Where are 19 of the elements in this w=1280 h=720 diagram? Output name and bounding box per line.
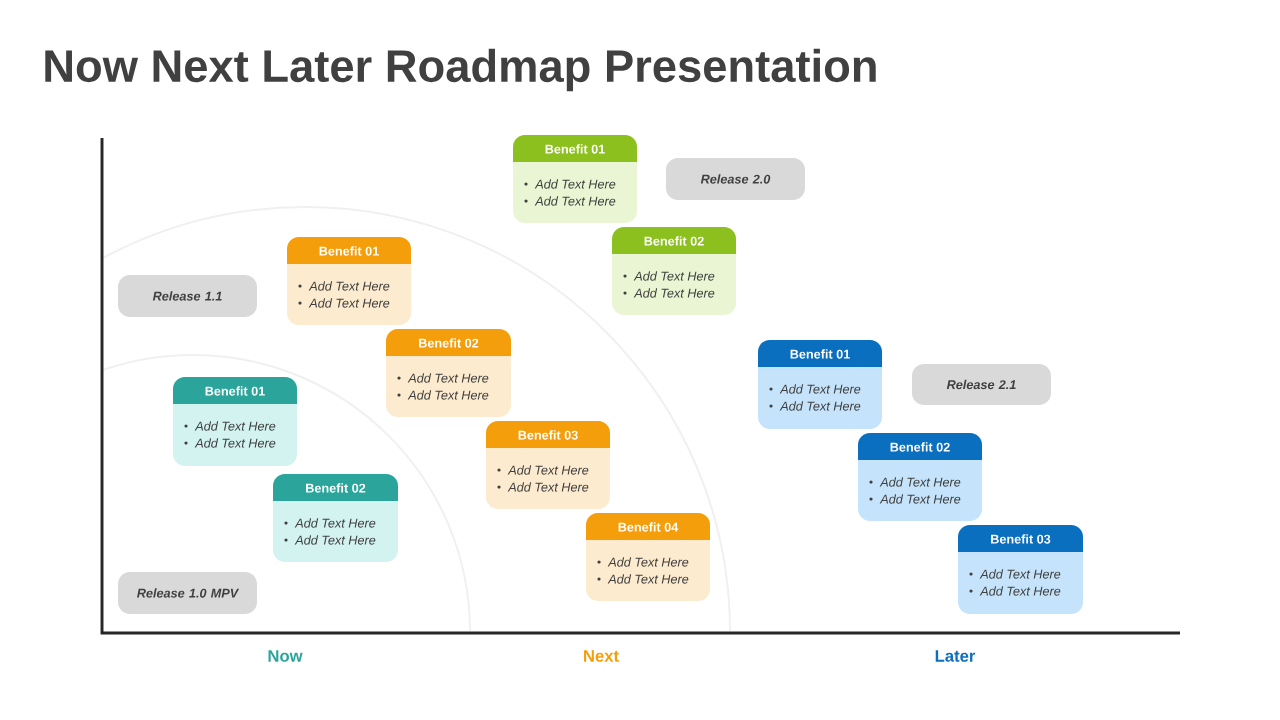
- benefit-card: Benefit 04 Add Text Here Add Text Here: [586, 513, 710, 601]
- phase-label: Later: [935, 650, 976, 662]
- benefit-card: Benefit 02 Add Text Here Add Text Here: [386, 329, 511, 417]
- benefit-card: Benefit 01 Add Text Here Add Text Here: [173, 377, 297, 466]
- benefit-card: Benefit 02 Add Text Here Add Text Here: [858, 433, 982, 521]
- benefit-card: Benefit 03 Add Text Here Add Text Here: [958, 525, 1083, 614]
- benefit-card: Benefit 02 Add Text Here Add Text Here: [273, 474, 398, 562]
- title: Now Next Later Roadmap Presentation: [45, 48, 876, 92]
- benefit-card: Benefit 03 Add Text Here Add Text Here: [486, 421, 610, 509]
- benefit-card: Benefit 01 Add Text Here Add Text Here: [758, 340, 882, 429]
- release-pill: Release 2.0: [666, 158, 805, 200]
- release-pill: Release 1.0 MPV: [118, 572, 257, 614]
- benefit-card: Benefit 01 Add Text Here Add Text Here: [287, 237, 411, 325]
- release-pill: Release 2.1: [912, 364, 1051, 405]
- benefit-card: Benefit 01 Add Text Here Add Text Here: [513, 135, 637, 223]
- benefit-card: Benefit 02 Add Text Here Add Text Here: [612, 227, 736, 315]
- phase-label: Now: [268, 650, 303, 662]
- release-pill: Release 1.1: [118, 275, 257, 317]
- phase-label: Next: [584, 650, 619, 662]
